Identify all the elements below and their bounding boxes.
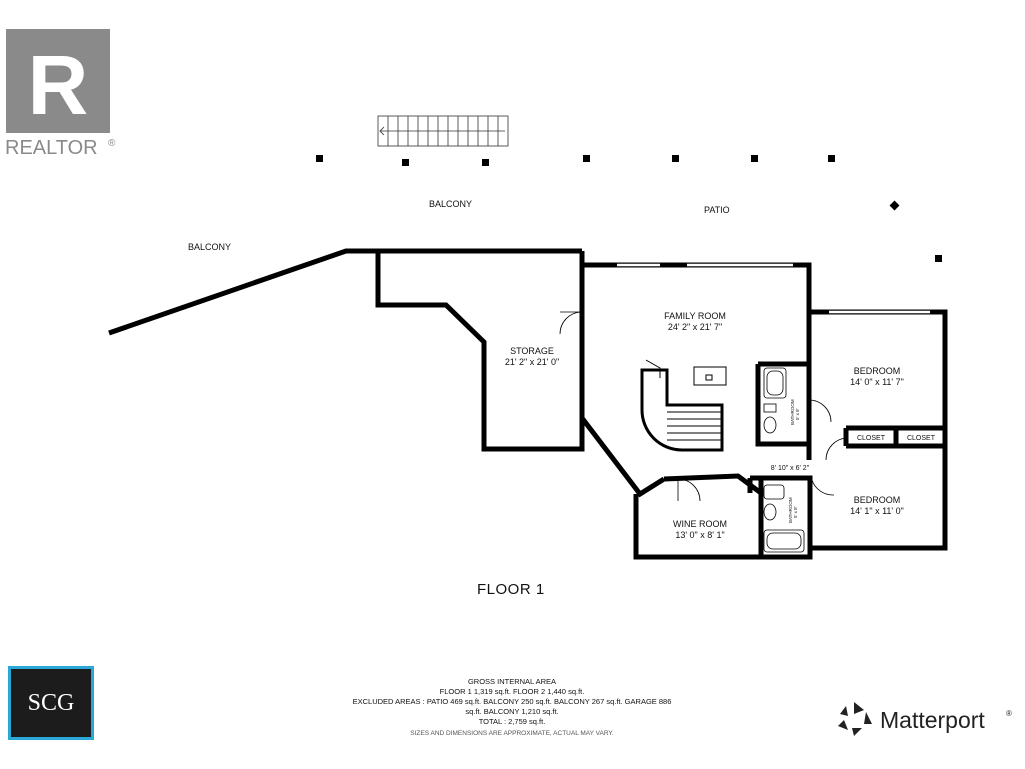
area-line4: TOTAL : 2,759 sq.ft. bbox=[479, 717, 546, 726]
realtor-logo-text: REALTOR bbox=[5, 137, 98, 158]
wine-room-dims: 13' 0" x 8' 1" bbox=[675, 530, 724, 540]
area-summary: GROSS INTERNAL AREA FLOOR 1 1,319 sq.ft.… bbox=[353, 677, 672, 737]
wine-room-name: WINE ROOM bbox=[673, 519, 727, 529]
patio-label: PATIO bbox=[704, 205, 730, 215]
realtor-logo-letter: R bbox=[28, 38, 89, 132]
bathroom2-dims: 5' x 8' bbox=[793, 506, 798, 518]
matterport-text: Matterport bbox=[880, 707, 985, 733]
matterport-logo: Matterport ® bbox=[836, 700, 1016, 740]
bathroom-fixtures bbox=[763, 367, 805, 553]
matterport-mark: ® bbox=[1006, 709, 1012, 718]
storage-name: STORAGE bbox=[510, 346, 554, 356]
closet1-label: CLOSET bbox=[857, 435, 886, 442]
floor-title: FLOOR 1 bbox=[477, 581, 545, 598]
bathroom1-name: BATHROOM bbox=[790, 399, 795, 425]
bedroom2-dims: 14' 1" x 11' 0" bbox=[850, 506, 904, 516]
realtor-logo: R REALTOR ® bbox=[5, 28, 120, 159]
storage-dims: 21' 2" x 21' 0" bbox=[505, 357, 559, 367]
bedroom1-name: BEDROOM bbox=[854, 366, 901, 376]
area-disclaimer: SIZES AND DIMENSIONS ARE APPROXIMATE, AC… bbox=[410, 730, 614, 737]
family-room-name: FAMILY ROOM bbox=[664, 311, 726, 321]
closet2-label: CLOSET bbox=[907, 435, 936, 442]
realtor-logo-box bbox=[6, 29, 110, 133]
column-posts bbox=[316, 155, 942, 262]
scg-logo: SCG bbox=[8, 666, 94, 740]
curved-stair bbox=[640, 359, 727, 452]
realtor-logo-mark: ® bbox=[108, 138, 116, 149]
bedroom1-dims: 14' 0" x 11' 7" bbox=[850, 377, 904, 387]
scg-logo-text: SCG bbox=[27, 689, 75, 716]
family-room-dims: 24' 2" x 21' 7" bbox=[668, 322, 722, 332]
area-heading: GROSS INTERNAL AREA bbox=[468, 677, 556, 686]
walls bbox=[108, 248, 948, 560]
area-line2: EXCLUDED AREAS : PATIO 469 sq.ft. BALCON… bbox=[353, 697, 672, 706]
windows bbox=[617, 263, 930, 314]
area-line3: sq.ft. BALCONY 1,210 sq.ft. bbox=[465, 707, 558, 716]
balcony-top-label: BALCONY bbox=[429, 199, 472, 209]
bedroom2-name: BEDROOM bbox=[854, 495, 901, 505]
bathroom1-dims: 5' x 8' bbox=[795, 408, 800, 420]
balcony-left-label: BALCONY bbox=[188, 242, 231, 252]
bathroom2-name: BATHROOM bbox=[788, 497, 793, 523]
area-line1: FLOOR 1 1,319 sq.ft. FLOOR 2 1,440 sq.ft… bbox=[440, 687, 585, 696]
upper-stair-outline bbox=[377, 115, 509, 147]
door-swings bbox=[559, 311, 849, 502]
matterport-icon bbox=[838, 702, 872, 736]
hall-dims: 8' 10" x 6' 2" bbox=[771, 465, 810, 472]
